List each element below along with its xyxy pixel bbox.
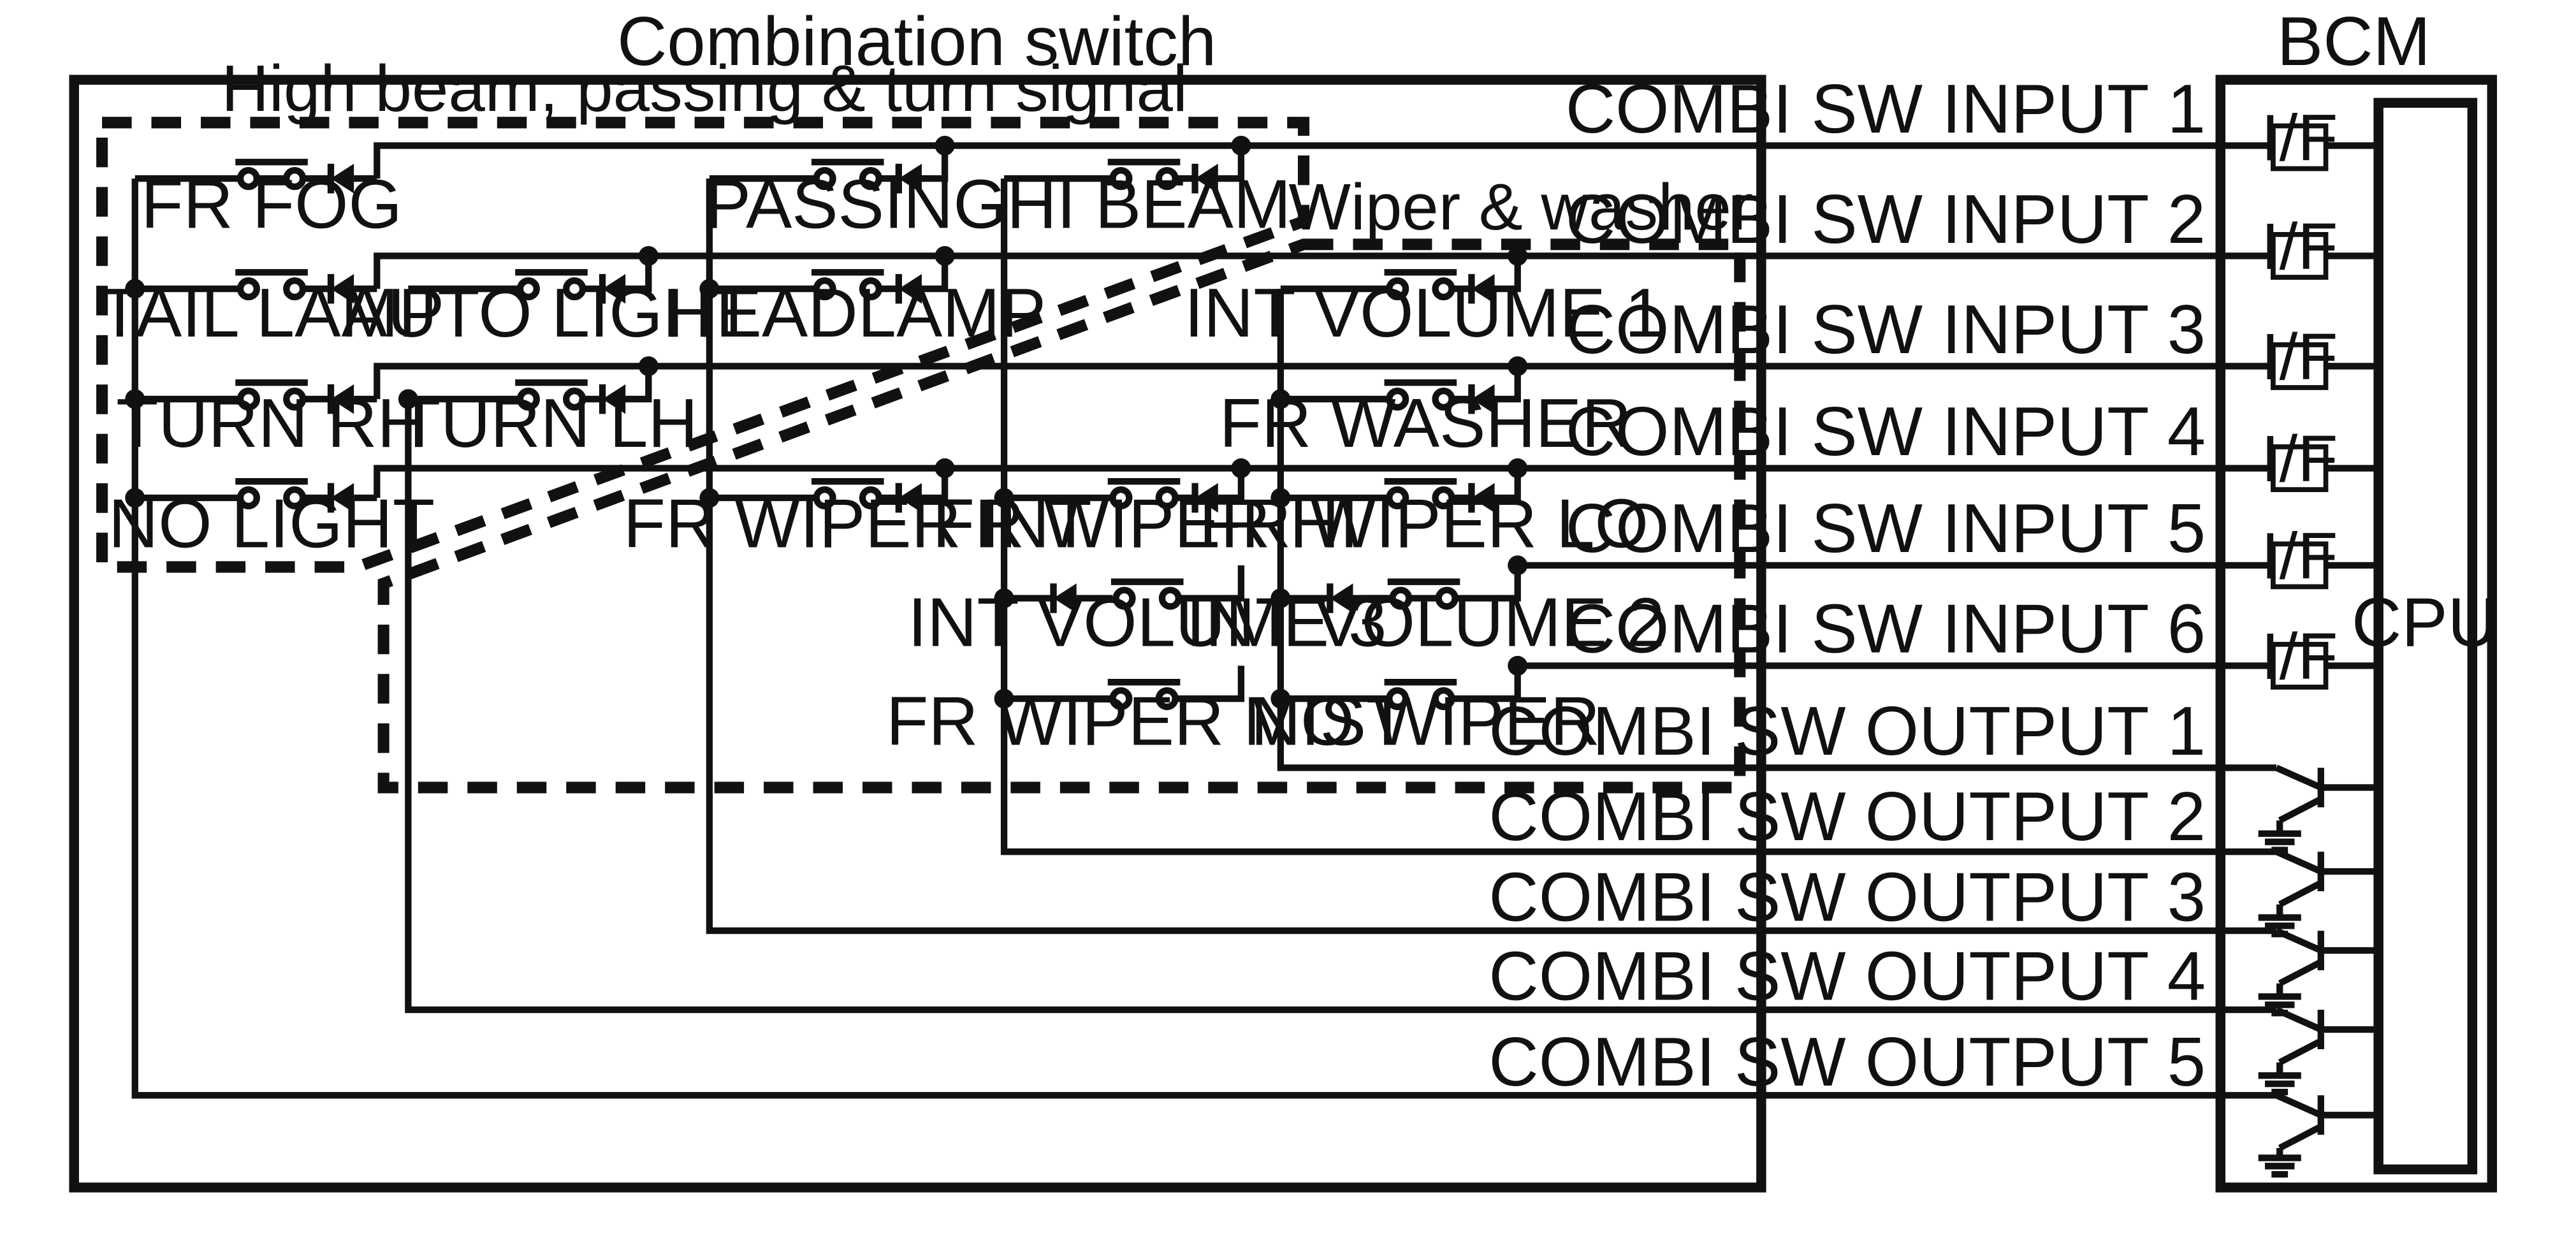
input-bus-wires <box>374 142 2270 669</box>
interface-label-2: I/F <box>2261 210 2338 283</box>
bcm-output-2: COMBI SW OUTPUT 2 <box>1488 778 2379 938</box>
interface-label-3: I/F <box>2261 320 2338 393</box>
contact-link-wires <box>135 175 1388 702</box>
bcm-input-3: COMBI SW INPUT 3 I/F <box>1566 291 2379 393</box>
switch-label-no-light: NO LIGHT <box>108 484 435 562</box>
high-beam-group-outline <box>96 117 1310 573</box>
input-label-1: COMBI SW INPUT 1 <box>1566 70 2206 147</box>
switch-turn-lh: TURN LH <box>398 379 698 462</box>
bcm-output-3: COMBI SW OUTPUT 3 <box>1488 859 2379 1017</box>
switch-label-fr-fog: FR FOG <box>141 166 402 243</box>
bcm-input-5: COMBI SW INPUT 5 I/F <box>1566 490 2379 593</box>
switch-fr-wiper-mist: FR WIPER MIST <box>886 679 1408 759</box>
high-beam-group-label: High beam, passing & turn signal <box>221 52 1187 125</box>
bcm-output-5: COMBI SW OUTPUT 5 <box>1488 1023 2379 1178</box>
input-label-5: COMBI SW INPUT 5 <box>1566 490 2206 567</box>
output-label-2: COMBI SW OUTPUT 2 <box>1488 778 2206 855</box>
switch-headlamp: HEADLAMP <box>666 269 1046 351</box>
output-label-5: COMBI SW OUTPUT 5 <box>1488 1023 2206 1100</box>
switch-label-tail-lamp: TAIL LAMP <box>99 274 444 351</box>
switch-label-int-volume-3: INT VOLUME 3 <box>908 583 1386 660</box>
branch-wires <box>623 145 1521 702</box>
output-label-3: COMBI SW OUTPUT 3 <box>1488 859 2206 936</box>
bcm-output-4: COMBI SW OUTPUT 4 <box>1488 938 2379 1096</box>
switch-int-volume-2: INT VOLUME 2 <box>1186 578 1665 660</box>
wiper-group-outline <box>377 238 1746 794</box>
wiper-group-label: Wiper & washer <box>1288 170 1753 244</box>
bcm-input-4: COMBI SW INPUT 4 I/F <box>1566 393 2379 495</box>
combination-switch-box <box>69 75 1766 1193</box>
bcm-input-6: COMBI SW INPUT 6 I/F <box>1566 590 2379 693</box>
output-label-1: COMBI SW OUTPUT 1 <box>1488 692 2206 769</box>
switch-label-int-volume-2: INT VOLUME 2 <box>1186 583 1664 660</box>
bcm-input-2: COMBI SW INPUT 2 I/F <box>1566 180 2379 283</box>
switch-hi-beam: HI BEAM <box>1007 159 1291 243</box>
input-label-4: COMBI SW INPUT 4 <box>1566 393 2206 470</box>
switch-no-light: NO LIGHT <box>108 478 435 562</box>
switch-turn-rh: TURN RH <box>116 379 427 462</box>
switch-label-no-wiper: NO WIPER <box>1251 682 1600 759</box>
bcm-output-1: COMBI SW OUTPUT 1 <box>1488 692 2379 854</box>
input-label-6: COMBI SW INPUT 6 <box>1566 590 2206 667</box>
switch-label-turn-rh: TURN RH <box>116 384 427 462</box>
switch-int-volume-1: INT VOLUME 1 <box>1184 269 1663 351</box>
bcm-input-1: COMBI SW INPUT 1 I/F <box>1566 70 2379 175</box>
switch-passing: PASSING <box>705 159 1007 243</box>
input-label-3: COMBI SW INPUT 3 <box>1566 291 2206 368</box>
interface-label-4: I/F <box>2261 422 2338 495</box>
cpu-box <box>2373 98 2478 1175</box>
combination-switch-title: Combination switch <box>617 3 1216 80</box>
switch-label-turn-lh: TURN LH <box>398 384 698 462</box>
input-label-2: COMBI SW INPUT 2 <box>1566 180 2206 258</box>
interface-label-1: I/F <box>2261 101 2338 175</box>
interface-label-6: I/F <box>2261 620 2338 693</box>
output-label-4: COMBI SW OUTPUT 4 <box>1488 938 2206 1015</box>
switch-label-int-volume-1: INT VOLUME 1 <box>1184 274 1663 351</box>
interface-label-5: I/F <box>2261 520 2338 593</box>
switch-auto-light: AUTO LIGHT <box>341 269 755 351</box>
cpu-label: CPU <box>2352 583 2498 660</box>
switch-label-fr-wiper-mist: FR WIPER MIST <box>886 682 1408 759</box>
switch-fr-fog: FR FOG <box>141 159 402 243</box>
switch-no-wiper: NO WIPER <box>1251 679 1600 759</box>
switch-tail-lamp: TAIL LAMP <box>99 269 444 351</box>
switch-int-volume-3: INT VOLUME 3 <box>908 578 1386 660</box>
switch-label-hi-beam: HI BEAM <box>1007 166 1291 243</box>
bcm-box <box>2215 75 2498 1193</box>
switch-label-passing: PASSING <box>705 166 1007 243</box>
bcm-title: BCM <box>2277 3 2431 80</box>
junction-dots <box>125 135 1528 709</box>
switch-label-auto-light: AUTO LIGHT <box>341 274 755 351</box>
output-bus-wires <box>131 178 2277 1099</box>
switch-label-headlamp: HEADLAMP <box>666 274 1046 351</box>
